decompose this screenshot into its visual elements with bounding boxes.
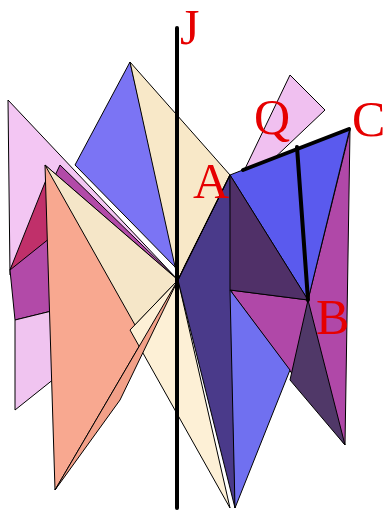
point-label: A xyxy=(193,156,229,206)
point-label: B xyxy=(316,292,349,342)
polyhedron-face xyxy=(230,175,308,300)
polyhedron-face xyxy=(230,128,350,300)
polyhedron-face xyxy=(55,280,178,490)
rotation-axis xyxy=(175,28,179,508)
polyhedron-face xyxy=(178,175,235,508)
polyhedron-face xyxy=(230,290,290,508)
point-label: Q xyxy=(254,92,290,142)
point-label: J xyxy=(180,2,199,52)
point-label: C xyxy=(352,94,385,144)
edge-qb xyxy=(297,147,308,300)
